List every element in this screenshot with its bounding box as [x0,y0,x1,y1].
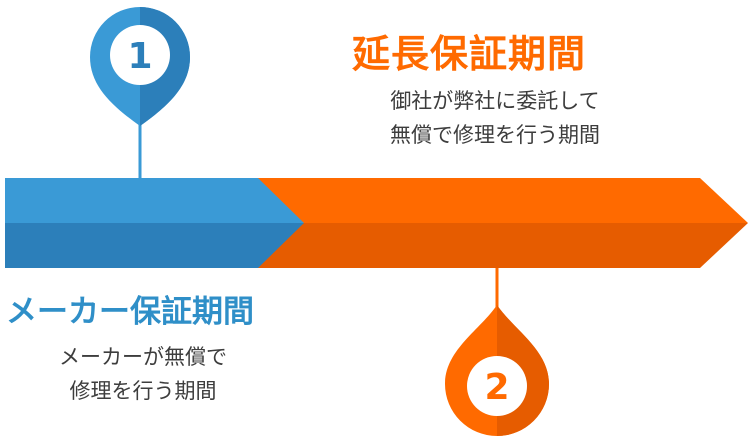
marker-1-number: 1 [127,36,152,77]
manufacturer-description-line: 修理を行う期間 [69,379,217,403]
extended-warranty-description: 御社が弊社に委託して 無償で修理を行う期間 [330,84,660,152]
extended-description-line: 無償で修理を行う期間 [390,123,600,147]
manufacturer-warranty-title: メーカー保証期間 [6,294,254,330]
manufacturer-description-line: メーカーが無償で [59,345,227,369]
manufacturer-period-arrow [5,178,304,268]
marker-2-drop: 2 [445,305,549,436]
extended-period-arrow [230,178,748,268]
extended-warranty-title: 延長保証期間 [352,32,587,76]
marker-1-pin: 1 [90,7,190,126]
manufacturer-warranty-description: メーカーが無償で 修理を行う期間 [20,340,266,408]
marker-2-number: 2 [484,367,509,408]
extended-description-line: 御社が弊社に委託して [390,89,600,113]
